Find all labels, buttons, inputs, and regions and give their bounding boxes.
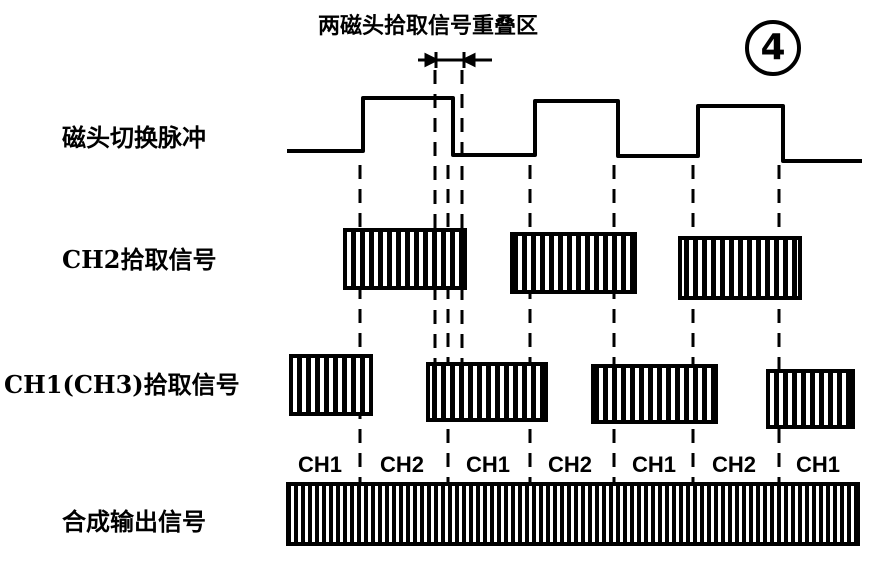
output-segment-label: CH1: [631, 452, 676, 477]
output-segment-label: CH1: [465, 452, 510, 477]
output-segment-label: CH2: [379, 452, 424, 477]
overlap-arrows: [418, 52, 492, 68]
ch1-signal-bursts: [289, 354, 855, 429]
overlap-title: 两磁头拾取信号重叠区: [318, 13, 539, 39]
figure-number-badge: 4: [745, 20, 801, 76]
ch2-signal-bursts: [343, 228, 802, 300]
switch-pulse-waveform: [287, 96, 862, 163]
row-label-switch-pulse: 磁头切换脉冲: [62, 123, 206, 152]
output-signal-bar: [286, 482, 860, 546]
row-label-output-signal: 合成输出信号: [62, 507, 206, 536]
output-segment-label: CH1: [795, 452, 840, 477]
row-label-ch2-signal: CH2拾取信号: [62, 245, 217, 274]
output-segment-label: CH1: [297, 452, 342, 477]
output-segment-label: CH2: [711, 452, 756, 477]
output-segment-label: CH2: [547, 452, 592, 477]
row-label-ch1-ch3-signal: CH1(CH3)拾取信号: [4, 370, 240, 399]
guide-lines: [358, 70, 781, 490]
